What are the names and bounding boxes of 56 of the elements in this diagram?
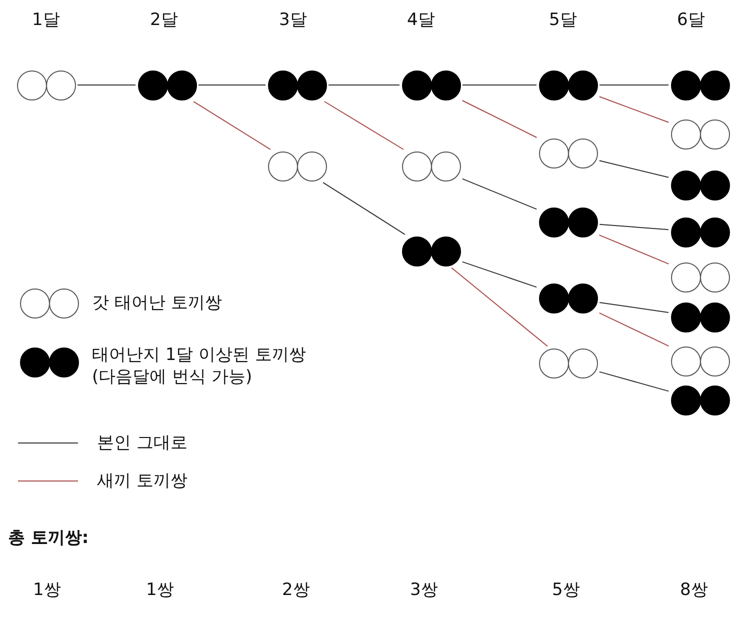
connector-line bbox=[193, 101, 271, 150]
filled-circle-pair bbox=[538, 206, 598, 238]
filled-circle-pair bbox=[268, 70, 326, 100]
filled-circle-pair bbox=[670, 216, 730, 248]
filled-circle-pair bbox=[402, 70, 460, 100]
connector-line bbox=[462, 178, 538, 210]
open-circle-pair bbox=[538, 348, 598, 378]
count-label: 8쌍 bbox=[680, 580, 708, 600]
filled-circle-pair bbox=[402, 236, 460, 266]
month-label: 4달 bbox=[407, 10, 435, 30]
open-circle-pair bbox=[670, 262, 730, 292]
connector-line bbox=[328, 84, 400, 86]
month-label: 1달 bbox=[32, 10, 60, 30]
connector-line bbox=[598, 371, 670, 392]
count-label: 1쌍 bbox=[33, 580, 61, 600]
connector-line bbox=[77, 84, 136, 86]
open-circle-pair bbox=[402, 150, 460, 182]
connector-line bbox=[599, 302, 669, 313]
open-circle-pair bbox=[670, 346, 730, 376]
section-heading: 총 토끼쌍: bbox=[8, 528, 89, 548]
connector-line bbox=[462, 261, 538, 288]
open-circle-pair bbox=[538, 138, 598, 168]
filled-circle-pair bbox=[538, 282, 598, 314]
count-label: 1쌍 bbox=[146, 580, 174, 600]
count-label: 2쌍 bbox=[282, 580, 310, 600]
open-circle-pair bbox=[268, 150, 326, 182]
connector-line bbox=[322, 182, 406, 235]
filled-circle-pair bbox=[670, 170, 730, 200]
filled-circle-pair bbox=[138, 70, 196, 100]
connector-line bbox=[462, 84, 537, 86]
legend-text: 갓 태어난 토끼쌍 bbox=[92, 293, 222, 313]
month-label: 6달 bbox=[677, 10, 705, 30]
open-circle-pair bbox=[16, 70, 76, 100]
month-label: 2달 bbox=[150, 10, 178, 30]
month-label: 5달 bbox=[549, 10, 577, 30]
count-label: 3쌍 bbox=[410, 580, 438, 600]
filled-circle-pair bbox=[670, 384, 730, 416]
filled-circle-pair bbox=[538, 70, 598, 100]
filled-circle-pair bbox=[670, 70, 730, 100]
connector-line bbox=[462, 100, 538, 138]
legend-text: 새끼 토끼쌍 bbox=[97, 471, 188, 491]
connector-line bbox=[451, 267, 548, 347]
connector-line bbox=[598, 234, 670, 264]
open-circle-pair bbox=[670, 118, 730, 150]
connector-line bbox=[598, 312, 670, 347]
legend-text: 태어난지 1달 이상된 토끼쌍 (다음달에 번식 가능) bbox=[92, 344, 308, 388]
filled-circle-pair bbox=[670, 302, 730, 332]
legend-text: 본인 그대로 bbox=[97, 433, 188, 453]
connector-line bbox=[598, 96, 670, 123]
connector-line bbox=[599, 84, 669, 86]
count-label: 5쌍 bbox=[552, 580, 580, 600]
connector-line bbox=[599, 224, 669, 230]
month-label: 3달 bbox=[279, 10, 307, 30]
connector-line bbox=[324, 101, 404, 150]
connector-line bbox=[598, 160, 670, 178]
connector-line bbox=[198, 84, 266, 86]
